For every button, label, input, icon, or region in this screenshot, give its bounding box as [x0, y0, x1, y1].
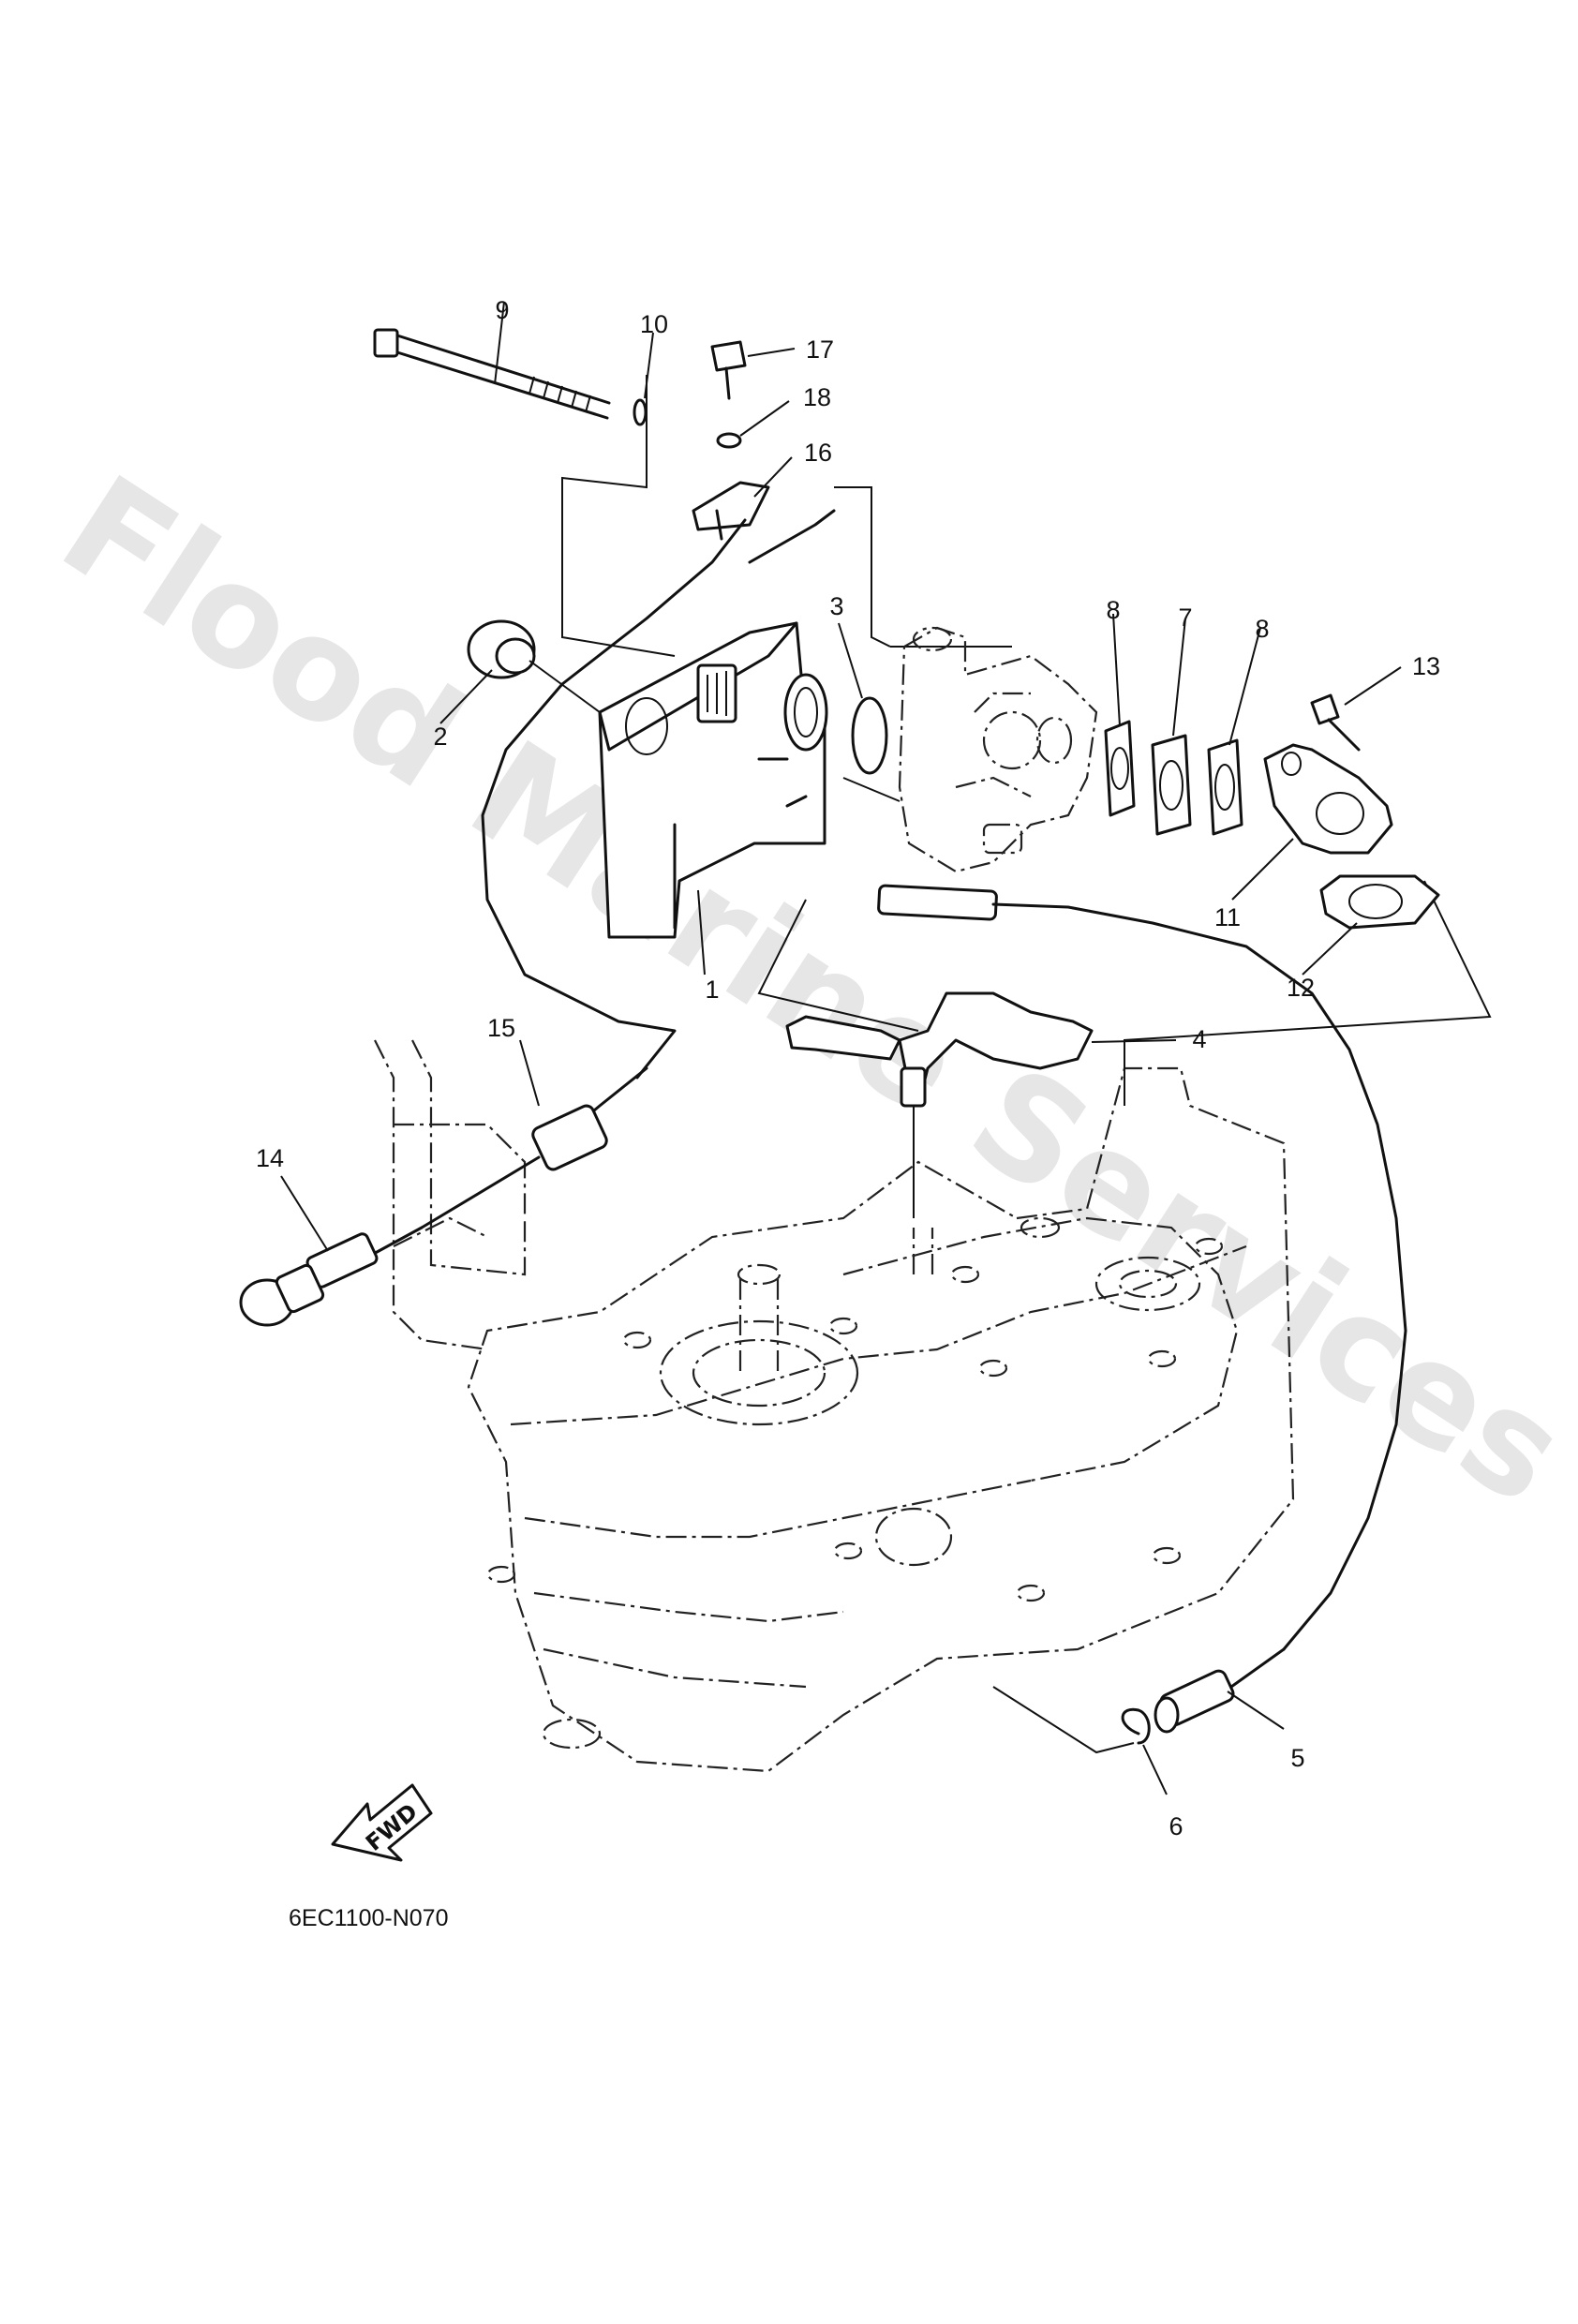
part-18-washer [716, 432, 742, 449]
part-7-insulator [1151, 734, 1192, 836]
callout-1: 1 [705, 976, 719, 1004]
callout-11: 11 [1214, 903, 1241, 931]
callout-10: 10 [640, 310, 668, 338]
fwd-arrow-icon: FWD [331, 1783, 433, 1862]
part-5-hose [1154, 1647, 1286, 1734]
callout-leaders [280, 301, 1402, 1795]
part-17-screw [710, 340, 747, 400]
callout-5: 5 [1290, 1744, 1304, 1772]
callout-16: 16 [804, 439, 832, 467]
callout-3: 3 [829, 592, 843, 620]
part-15-cable [420, 509, 836, 1229]
callout-14: 14 [256, 1144, 284, 1172]
part-9-bolt [373, 328, 611, 420]
part-8-gasket-right [1207, 738, 1243, 836]
part-10-washer [633, 398, 648, 426]
callout-12: 12 [1287, 974, 1315, 1002]
part-1-silencer [598, 621, 828, 939]
callout-2: 2 [433, 723, 447, 751]
diagram-code: 6EC1100-N070 [289, 1905, 448, 1931]
part-13-bolt [1310, 693, 1361, 752]
assembly-guide-lines [561, 375, 1492, 1754]
part-12-gasket [1319, 874, 1440, 930]
callout-9: 9 [495, 296, 509, 324]
callout-13: 13 [1412, 652, 1440, 680]
callout-17: 17 [806, 335, 834, 364]
engine-block [374, 1039, 1295, 1773]
fuel-hose-long [877, 884, 1407, 1651]
part-8-gasket-left [1104, 720, 1136, 817]
watermark: Flood Marine Services [35, 445, 1578, 1536]
callouts: 9 10 17 18 16 3 8 7 8 13 2 11 1 12 15 4 … [256, 296, 1440, 1840]
callout-18: 18 [803, 383, 831, 411]
callout-4: 4 [1192, 1025, 1206, 1053]
part-16-clamp [692, 481, 770, 541]
callout-6: 6 [1169, 1812, 1183, 1840]
callout-7: 7 [1178, 603, 1192, 632]
callout-8a: 8 [1106, 596, 1120, 624]
svg-text:Flood Marine Services: Flood Marine Services [35, 445, 1578, 1536]
carburetor [898, 626, 1098, 873]
part-11-manifold [1263, 743, 1393, 855]
part-4-hose [785, 991, 1094, 1108]
part-6-clip [1121, 1707, 1151, 1745]
part-2-grommet [467, 619, 601, 713]
part-14-knob [239, 1226, 424, 1327]
part-3-oring [851, 696, 888, 775]
callout-8b: 8 [1255, 615, 1269, 643]
callout-15: 15 [487, 1014, 515, 1042]
